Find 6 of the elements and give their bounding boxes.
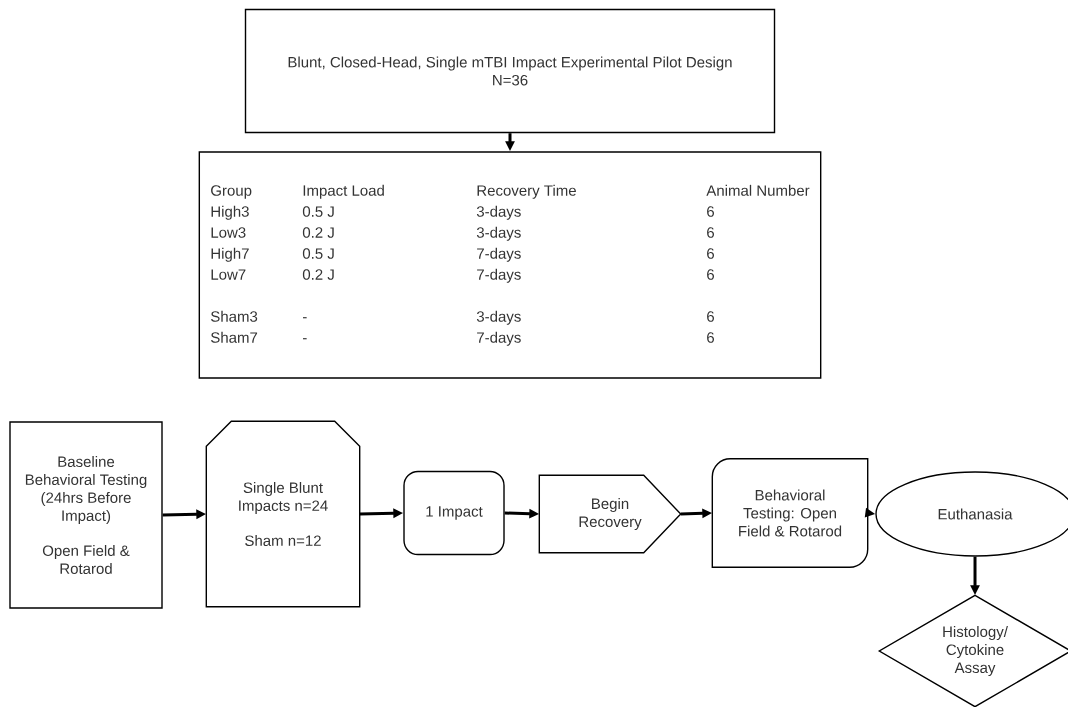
group-table: Group Impact Load Recovery Time Animal Number High3 0.5 J 3-days 6 Low3 0.2 J 3-days 6 High7 0.5 J 7-days 6 Low7 0.2 J 7-days 6 Sham3 - 3-days 6 Sham7 - 7-days 6: [198, 151, 822, 379]
process-box: 1 Impact: [403, 470, 505, 556]
process-box: Single Blunt Impacts n=24 Sham n=12: [205, 420, 361, 608]
process-box: Behavioral Testing: Open Field & Rotarod: [711, 458, 869, 568]
title-box: Blunt, Closed-Head, Single mTBI Impact Experimental Pilot Design N=36: [244, 8, 776, 134]
process-box: Baseline Behavioral Testing (24hrs Before Impact) Open Field & Rotarod: [9, 421, 163, 609]
